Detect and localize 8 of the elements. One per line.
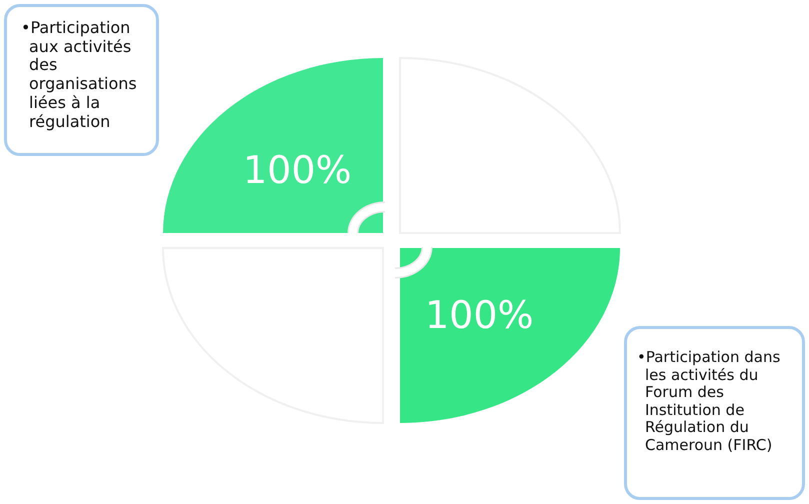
- bullet-text: •Participation dans les activités du Forum des Institution de Régulation du Cameroun (FIRC): [637, 349, 782, 454]
- bullet-text: •Participation aux activités des organisations liées à la régulation: [21, 19, 138, 132]
- percentage-value: 100%: [425, 293, 534, 337]
- quarter-sector: [400, 248, 620, 423]
- text-box: [624, 326, 805, 500]
- percentage-value: 100%: [243, 148, 352, 192]
- quarter-sector: [163, 58, 383, 233]
- text-box: [4, 4, 159, 156]
